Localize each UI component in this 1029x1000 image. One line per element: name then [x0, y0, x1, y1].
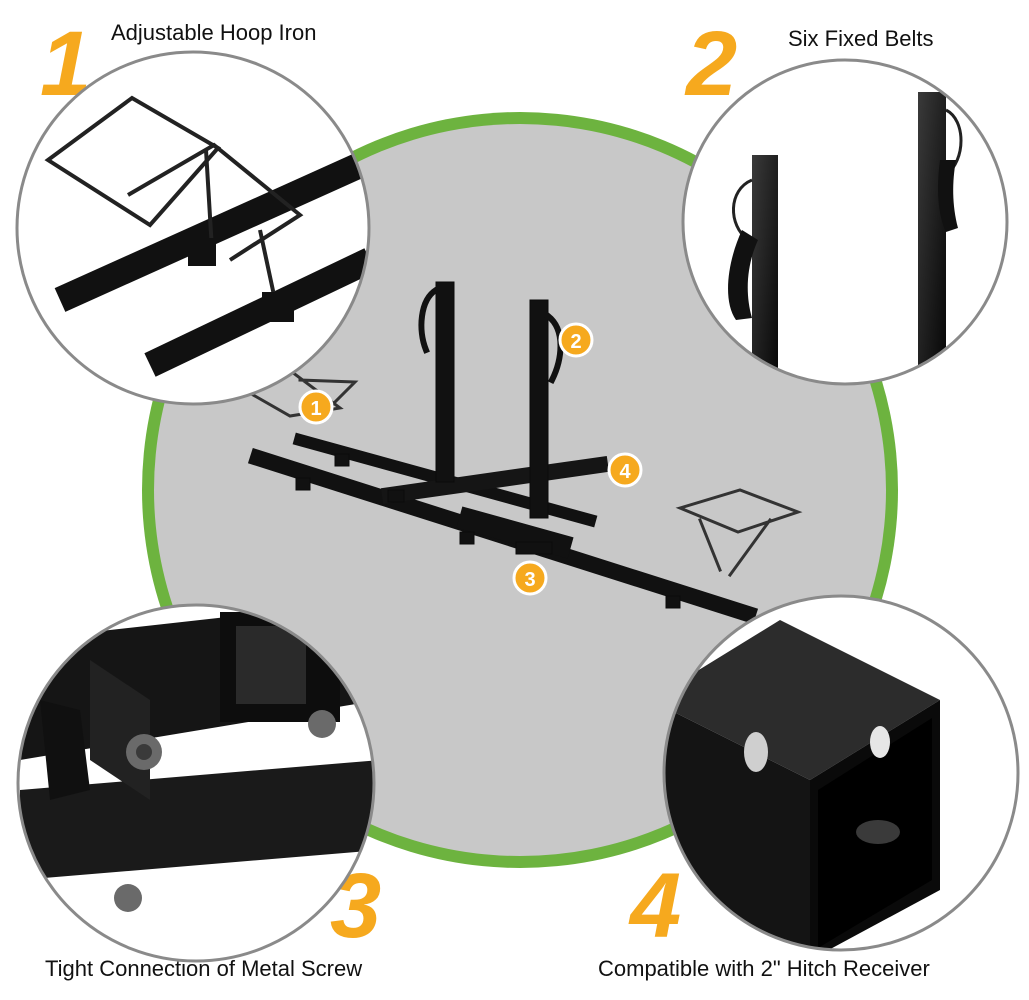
feature-caption-1: Adjustable Hoop Iron [111, 20, 317, 45]
feature-caption-4: Compatible with 2" Hitch Receiver [598, 956, 930, 981]
marker-3-label: 3 [524, 569, 535, 591]
feature-caption-2: Six Fixed Belts [788, 26, 934, 51]
detail-circle-fixed-belts [681, 58, 1009, 386]
marker-4: 4 [607, 452, 643, 488]
marker-2-label: 2 [570, 331, 581, 353]
feature-number-2: 2 [686, 13, 738, 115]
marker-4-label: 4 [619, 461, 631, 483]
marker-1-label: 1 [310, 398, 321, 420]
feature-number-4: 4 [630, 855, 682, 957]
detail-circle-metal-screw [16, 603, 376, 963]
marker-1: 1 [298, 389, 334, 425]
marker-3: 3 [512, 560, 548, 596]
detail-circle-hitch-receiver [662, 594, 1020, 952]
marker-2: 2 [558, 322, 594, 358]
detail-circle-hoop-iron [15, 50, 371, 406]
